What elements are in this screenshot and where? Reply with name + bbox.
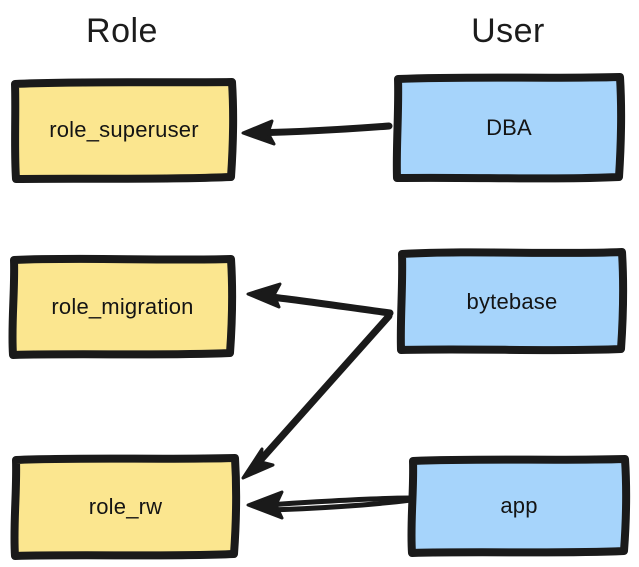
edge-bytebase-to-role-rw	[241, 312, 393, 480]
edge-dba-to-role-superuser	[241, 119, 393, 146]
node-label: role_rw	[88, 494, 163, 519]
node-label: app	[500, 493, 538, 518]
node-app[interactable]: app	[407, 455, 631, 557]
node-label: role_superuser	[49, 117, 199, 142]
column-header-role: Role	[86, 12, 158, 50]
column-header-user: User	[471, 12, 545, 50]
node-shape-rect	[11, 78, 238, 183]
edge-app-to-role-rw	[246, 490, 414, 520]
node-bytebase[interactable]: bytebase	[396, 248, 628, 355]
node-label: DBA	[486, 115, 532, 140]
node-shape-rect	[407, 455, 631, 557]
node-label: role_migration	[51, 293, 194, 319]
node-shape-rect	[8, 254, 237, 359]
node-role-rw[interactable]: role_rw	[10, 454, 241, 560]
node-label: bytebase	[466, 288, 558, 314]
edge-bytebase-to-role-migration	[246, 282, 394, 317]
node-shape-rect	[392, 73, 626, 183]
node-role-superuser[interactable]: role_superuser	[10, 78, 238, 183]
node-shape-rect	[10, 454, 241, 560]
node-shape-rect	[396, 248, 628, 355]
node-role-migration[interactable]: role_migration	[8, 254, 237, 359]
node-dba[interactable]: DBA	[392, 73, 626, 183]
